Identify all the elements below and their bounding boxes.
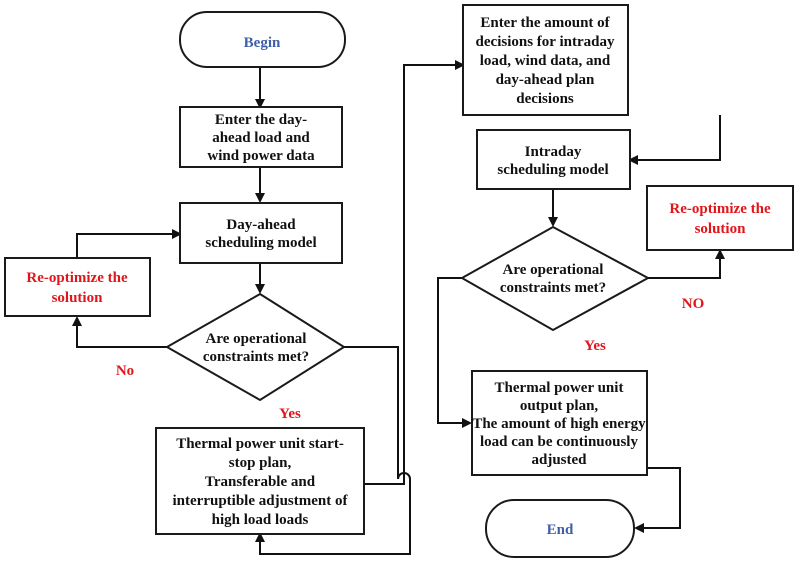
reopt-right-label: Re-optimize the solution: [669, 201, 771, 237]
enter-dayahead-label-line: ahead load and: [212, 130, 310, 146]
left-yes-label: Yes: [279, 406, 301, 422]
reopt-left-box: [4, 257, 151, 317]
reopt-right-label-line: Re-optimize the: [669, 201, 771, 217]
thermal-startstop-label-line: stop plan,: [229, 455, 292, 471]
enter-intraday-box: [462, 4, 629, 116]
decision-right-diamond: [459, 225, 651, 332]
dayahead-model-label: Day-ahead scheduling model: [205, 217, 316, 251]
enter-intraday-label-line: day-ahead plan: [496, 72, 595, 88]
thermal-startstop-label-line: high load loads: [212, 512, 309, 528]
begin-label: Begin: [244, 35, 281, 51]
edges: [72, 60, 725, 555]
left-no-label: No: [116, 363, 134, 379]
thermal-output-label-line: adjusted: [531, 452, 587, 468]
intraday-model-box: [476, 129, 631, 190]
edge-thermal-startstop-to-enter-intraday: [364, 60, 465, 485]
thermal-startstop-label-line: Thermal power unit start-: [176, 436, 344, 452]
enter-dayahead-label-line: wind power data: [207, 148, 315, 164]
dayahead-model-box: [179, 202, 343, 264]
right-no-label: NO: [682, 296, 705, 312]
reopt-left-label-line: solution: [52, 290, 104, 306]
intraday-model-label-line: scheduling model: [497, 162, 608, 178]
dayahead-model-label-line: scheduling model: [205, 235, 316, 251]
decision-left-label-line: constraints met?: [203, 349, 309, 365]
enter-intraday-label-line: Enter the amount of: [480, 15, 610, 31]
edge-enter-intraday-to-intraday-model: [628, 115, 721, 165]
nodes: [4, 4, 794, 558]
enter-intraday-label-line: decisions: [516, 91, 574, 107]
dayahead-model-label-line: Day-ahead: [226, 217, 296, 233]
decision-left-label: Are operational constraints met?: [203, 331, 309, 365]
edge-decision-right-no-to-reopt-right: [648, 249, 725, 279]
enter-intraday-label-line: load, wind data, and: [480, 53, 611, 69]
decision-right-label-line: Are operational: [503, 262, 604, 278]
thermal-startstop-label-line: Transferable and: [205, 474, 316, 490]
thermal-startstop-label: Thermal power unit start-stop plan, Trans…: [173, 436, 349, 528]
enter-intraday-label-line: decisions for intraday: [476, 34, 615, 50]
thermal-output-label-line: The amount of high energy: [472, 416, 646, 432]
end-terminal: [485, 499, 635, 558]
enter-dayahead-label: Enter the day-ahead load and wind power d…: [207, 112, 315, 164]
end-label: End: [547, 522, 574, 538]
decision-right-label-line: constraints met?: [500, 280, 606, 296]
edge-labels: No Yes NO Yes: [116, 296, 704, 422]
enter-intraday-label: Enter the amount of decisions for intrada…: [476, 15, 615, 107]
node-labels: Begin Enter the day-ahead load and wind p…: [26, 15, 771, 538]
edge-decision-left-no-to-reopt-left: [72, 316, 167, 348]
begin-label-line: Begin: [244, 35, 281, 51]
thermal-output-box: [471, 370, 648, 476]
intraday-model-label-line: Intraday: [525, 144, 582, 160]
decision-left-label-line: Are operational: [206, 331, 307, 347]
reopt-left-label-line: Re-optimize the: [26, 270, 128, 286]
thermal-output-label: Thermal power unit output plan, The amount…: [472, 380, 646, 468]
decision-left-diamond: [164, 292, 346, 402]
intraday-model-label: Intraday scheduling model: [497, 144, 608, 178]
enter-dayahead-label-line: Enter the day-: [215, 112, 307, 128]
reopt-right-label-line: solution: [695, 221, 747, 237]
decision-right-label: Are operational constraints met?: [500, 262, 606, 296]
thermal-startstop-label-line: interruptible adjustment of: [173, 493, 349, 509]
begin-terminal: [179, 11, 346, 68]
right-yes-label: Yes: [584, 338, 606, 354]
end-label-line: End: [547, 522, 574, 538]
thermal-startstop-box: [155, 427, 365, 535]
reopt-left-label: Re-optimize the solution: [26, 270, 128, 306]
enter-dayahead-box: [179, 106, 343, 168]
reopt-right-box: [646, 185, 794, 251]
edge-reopt-left-to-dayahead-model: [76, 229, 182, 258]
edge-thermal-output-to-end: [634, 467, 681, 533]
thermal-output-label-line: load can be continuously: [480, 434, 638, 450]
edge-decision-right-yes-to-thermal-output: [437, 277, 472, 428]
thermal-output-label-line: output plan,: [520, 398, 599, 414]
thermal-output-label-line: Thermal power unit: [495, 380, 624, 396]
